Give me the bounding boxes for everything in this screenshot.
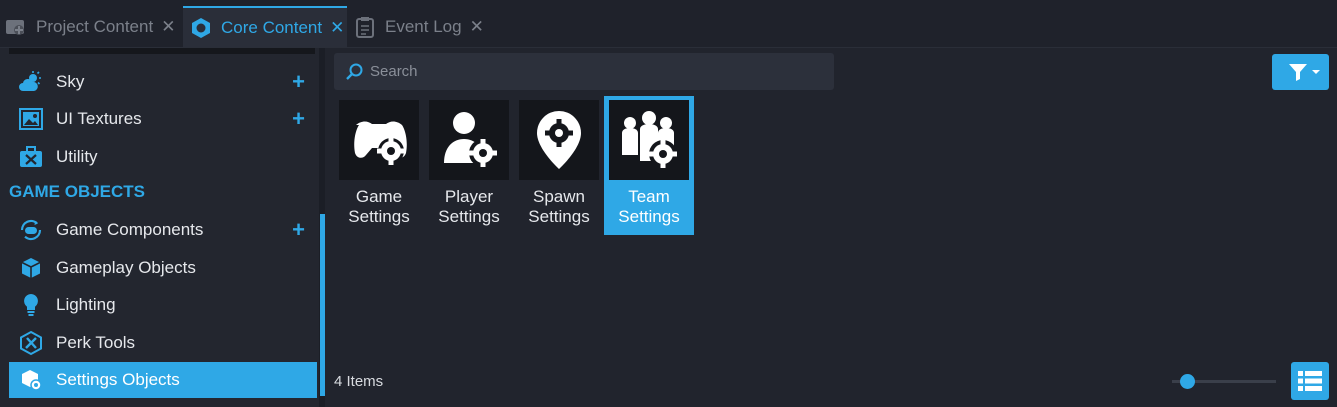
sidebar-item-lighting[interactable]: Lighting: [9, 288, 317, 322]
tile-thumbnail: [429, 100, 509, 180]
zoom-slider[interactable]: [1172, 380, 1276, 383]
sidebar-item-label: Settings Objects: [56, 370, 180, 389]
sidebar-scroll-edge: [9, 48, 315, 54]
sidebar-item-ui-textures[interactable]: UI Textures +: [9, 102, 317, 136]
cube-icon: [18, 255, 44, 281]
toolbox-icon: [18, 144, 44, 170]
sidebar-scrollbar-thumb[interactable]: [320, 214, 325, 396]
add-ui-textures-button[interactable]: +: [292, 106, 305, 131]
filter-icon: [1288, 64, 1320, 81]
sidebar-item-perk-tools[interactable]: Perk Tools: [9, 326, 317, 360]
tab-core-content[interactable]: Core Content ✕: [183, 6, 347, 47]
sidebar-item-label: Game Components: [56, 220, 204, 239]
image-icon: [18, 106, 44, 132]
search-bar[interactable]: [334, 53, 834, 90]
clipboard-icon: [353, 15, 377, 39]
cloud-sun-icon: [18, 69, 44, 95]
perk-hex-icon: [18, 330, 44, 356]
sidebar-item-label: Gameplay Objects: [56, 258, 196, 277]
sidebar-item-settings-objects[interactable]: Settings Objects: [9, 362, 317, 398]
settings-cube-icon: [18, 367, 44, 393]
tab-project-content[interactable]: Project Content ✕: [4, 6, 180, 47]
sidebar-item-label: UI Textures: [56, 109, 142, 128]
sidebar-item-sky[interactable]: Sky +: [9, 65, 317, 99]
tile-thumbnail: [339, 100, 419, 180]
add-game-components-button[interactable]: +: [292, 217, 305, 242]
section-header-game-objects: GAME OBJECTS: [9, 182, 146, 201]
close-icon[interactable]: ✕: [161, 16, 176, 36]
close-icon[interactable]: ✕: [469, 16, 484, 36]
list-view-button[interactable]: [1291, 362, 1329, 400]
tile-thumbnail: [519, 100, 599, 180]
tab-event-log[interactable]: Event Log ✕: [353, 6, 485, 47]
item-count: 4 Items: [334, 373, 384, 390]
person-gear-icon: [444, 112, 497, 167]
zoom-slider-handle[interactable]: [1180, 374, 1196, 389]
tab-bar: Project Content ✕ Core Content ✕ Event L…: [0, 0, 1337, 48]
sidebar-item-label: Sky: [56, 72, 85, 91]
sidebar-item-game-components[interactable]: Game Components +: [9, 213, 317, 247]
tile-thumbnail: [609, 100, 689, 180]
sidebar-item-utility[interactable]: Utility: [9, 140, 317, 174]
project-content-icon: [4, 15, 28, 39]
tab-label: Core Content: [221, 17, 323, 37]
group-gear-icon: [622, 111, 677, 168]
gamepad-cycle-icon: [18, 217, 44, 243]
sidebar-item-label: Lighting: [56, 295, 116, 314]
sidebar-item-gameplay-objects[interactable]: Gameplay Objects: [9, 251, 317, 285]
tab-label: Project Content: [36, 16, 154, 36]
sidebar-item-label: Perk Tools: [56, 333, 136, 352]
list-view-icon: [1298, 371, 1322, 391]
search-input[interactable]: [370, 63, 810, 80]
pin-gear-icon: [537, 111, 581, 169]
tab-label: Event Log: [385, 16, 462, 36]
core-content-icon: [189, 16, 213, 40]
gamepad-gear-icon: [354, 121, 407, 165]
sidebar: Sky + UI Textures + Utility GAME OBJECTS…: [0, 48, 325, 407]
lightbulb-icon: [18, 292, 44, 318]
sidebar-item-label: Utility: [56, 147, 98, 166]
search-icon: [346, 63, 363, 80]
add-sky-button[interactable]: +: [292, 69, 305, 94]
filter-button[interactable]: [1272, 54, 1329, 90]
close-icon[interactable]: ✕: [330, 17, 345, 37]
